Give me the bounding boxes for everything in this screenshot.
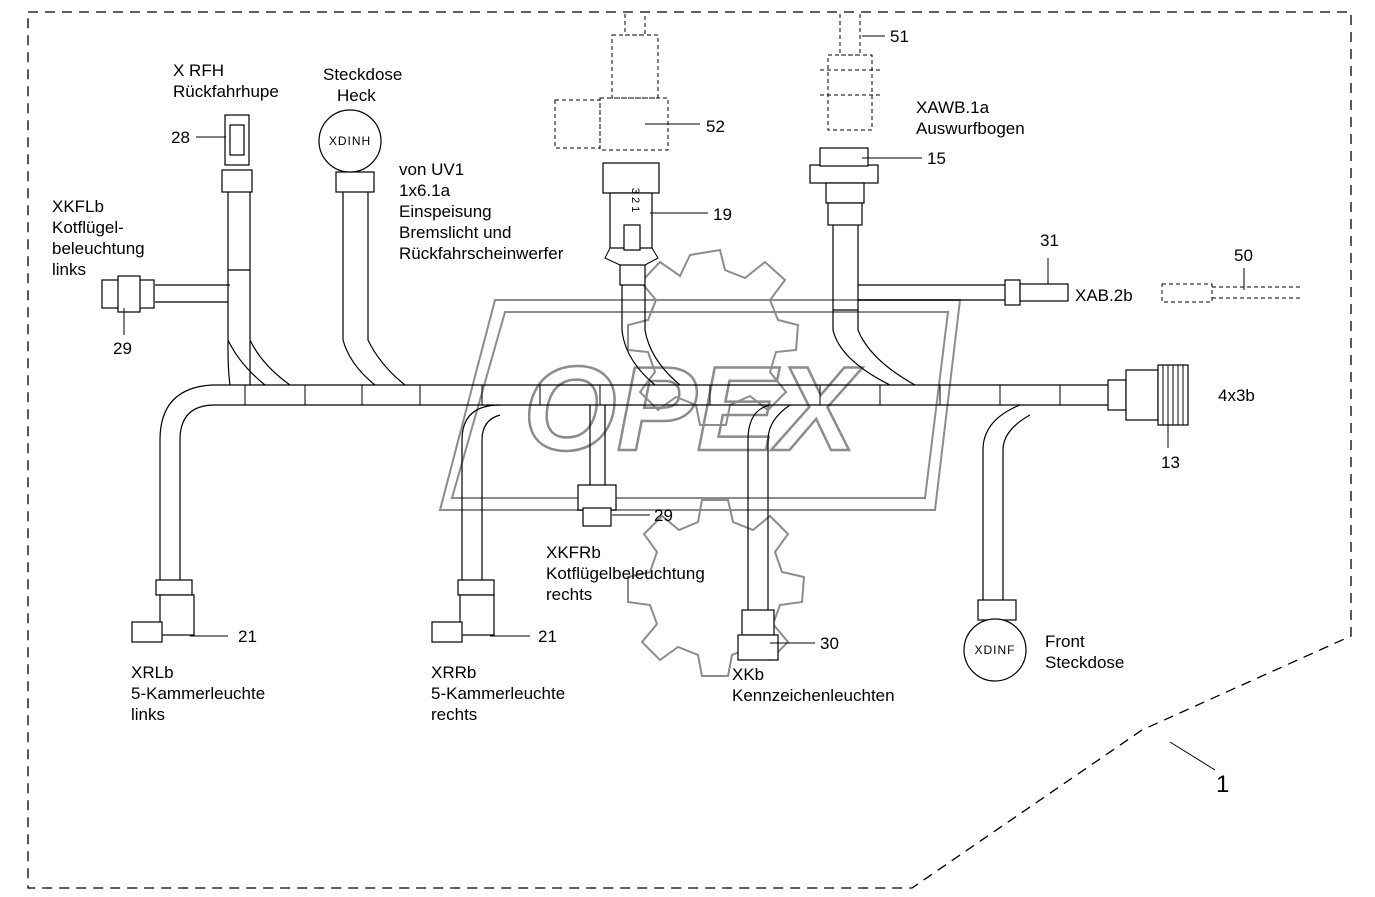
main-trunk-cable xyxy=(159,384,1112,580)
connector-50 xyxy=(1161,283,1300,303)
branch-xrfh xyxy=(227,185,291,386)
callout-1: 1 xyxy=(1216,771,1229,798)
label-xrfh: X RFH Rückfahrhupe xyxy=(173,61,279,101)
connector-xrrb xyxy=(459,594,495,636)
dashed-frame xyxy=(27,11,1352,889)
label-xkflb: XKFLb Kotflügel- beleuchtung links xyxy=(52,197,149,279)
label-4x3b: 4x3b xyxy=(1218,386,1255,405)
connector-xkfrb xyxy=(577,484,617,511)
callout-29-mid: 29 xyxy=(654,506,673,525)
label-xrlb: XRLb 5-Kammerleuchte links xyxy=(131,663,270,724)
watermark-text: OPEX xyxy=(523,342,863,476)
callout-52: 52 xyxy=(706,117,725,136)
connector-xrfh-sleeve xyxy=(221,169,253,193)
connector-52 xyxy=(554,14,669,151)
connector-31-sleeve xyxy=(1004,279,1021,306)
socket-xdinf-label: XDINF xyxy=(975,643,1016,657)
socket-xdinf xyxy=(963,618,1027,682)
branch-front-steckdose xyxy=(982,404,1031,600)
callout-31: 31 xyxy=(1040,231,1059,250)
label-xawb: XAWB.1a Auswurfbogen xyxy=(916,98,1025,138)
sleeve-xrrb xyxy=(457,579,495,596)
branch-steckdose-heck xyxy=(342,190,406,386)
sleeve-steckdose-heck xyxy=(335,171,375,193)
branch-xawb xyxy=(832,225,1005,386)
label-front-steckdose: Front Steckdose xyxy=(1045,632,1124,672)
callout-50: 50 xyxy=(1234,246,1253,265)
sleeve-front xyxy=(977,599,1017,621)
callout-30: 30 xyxy=(820,634,839,653)
callout-15: 15 xyxy=(927,149,946,168)
connector-31 xyxy=(1019,283,1069,302)
connector-15 xyxy=(809,164,879,184)
branch-xrrb xyxy=(461,404,501,580)
callout-28: 28 xyxy=(171,128,190,147)
leader-lines xyxy=(123,35,1245,771)
label-von-uv1: von UV1 1x6.1a Einspeisung Bremslicht un… xyxy=(399,160,564,263)
connector-19 xyxy=(602,162,660,194)
label-xrrb: XRRb 5-Kammerleuchte rechts xyxy=(431,663,570,724)
callout-13: 13 xyxy=(1161,453,1180,472)
label-xkfrb: XKFRb Kotflügelbeleuchtung rechts xyxy=(546,543,710,604)
label-xab2b: XAB.2b xyxy=(1075,286,1133,305)
connector-51 xyxy=(820,14,880,131)
callout-21-left: 21 xyxy=(238,627,257,646)
callout-21-mid: 21 xyxy=(538,627,557,646)
connector-xrlb xyxy=(159,594,195,636)
callout-51: 51 xyxy=(890,27,909,46)
label-steckdose-heck: Steckdose Heck xyxy=(323,65,407,105)
sleeve-xrlb xyxy=(155,579,193,596)
callout-19: 19 xyxy=(713,205,732,224)
connector-19-pins: 3 2 1 xyxy=(629,188,641,212)
branch-xkflb xyxy=(155,269,250,303)
connector-xkb xyxy=(741,609,775,636)
branch-uv1 xyxy=(621,285,681,386)
connector-4x3b xyxy=(1107,364,1189,426)
socket-xdinh xyxy=(318,109,382,173)
label-xkb: XKb Kennzeichenleuchten xyxy=(732,665,895,705)
callout-29-left: 29 xyxy=(113,339,132,358)
opex-watermark: OPEX xyxy=(438,248,962,677)
branch-xkfrb xyxy=(589,405,606,485)
branch-xkb xyxy=(747,404,791,610)
socket-xdinh-label: XDINH xyxy=(329,134,371,148)
